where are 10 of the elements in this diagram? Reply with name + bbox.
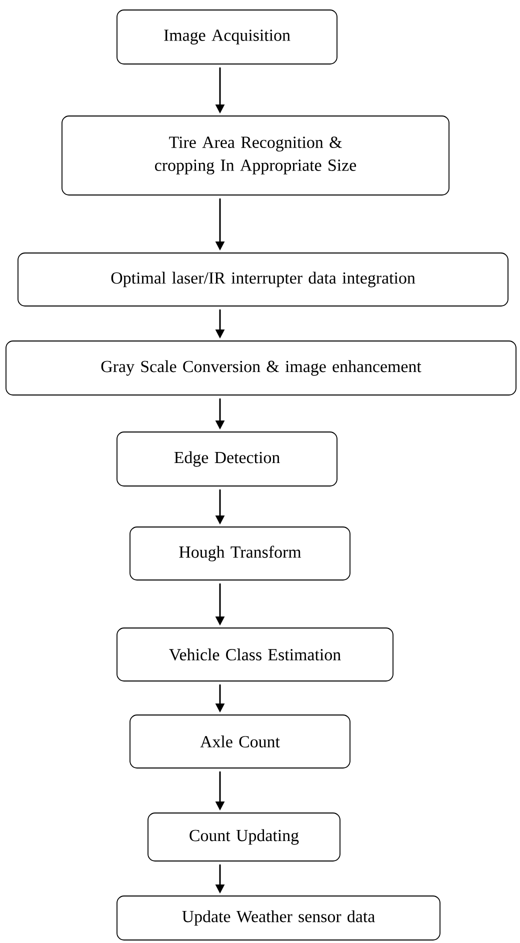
process-box: Vehicle Class Estimation: [116, 628, 394, 682]
process-box: Axle Count: [130, 714, 350, 768]
process-box: Hough Transform: [130, 526, 350, 580]
process-box: Image Acquisition: [116, 10, 338, 64]
process-box: Count Updating: [148, 812, 340, 862]
process-box: Gray Scale Conversion & image enhancement: [6, 340, 516, 396]
process-box: Edge Detection: [116, 432, 338, 486]
process-box: Optimal laser/IR interrupter data integration: [18, 252, 508, 306]
process-box: Update Weather sensor data: [116, 896, 440, 940]
process-box: Tire Area Recognition & cropping In Appropriate Size: [62, 116, 450, 196]
